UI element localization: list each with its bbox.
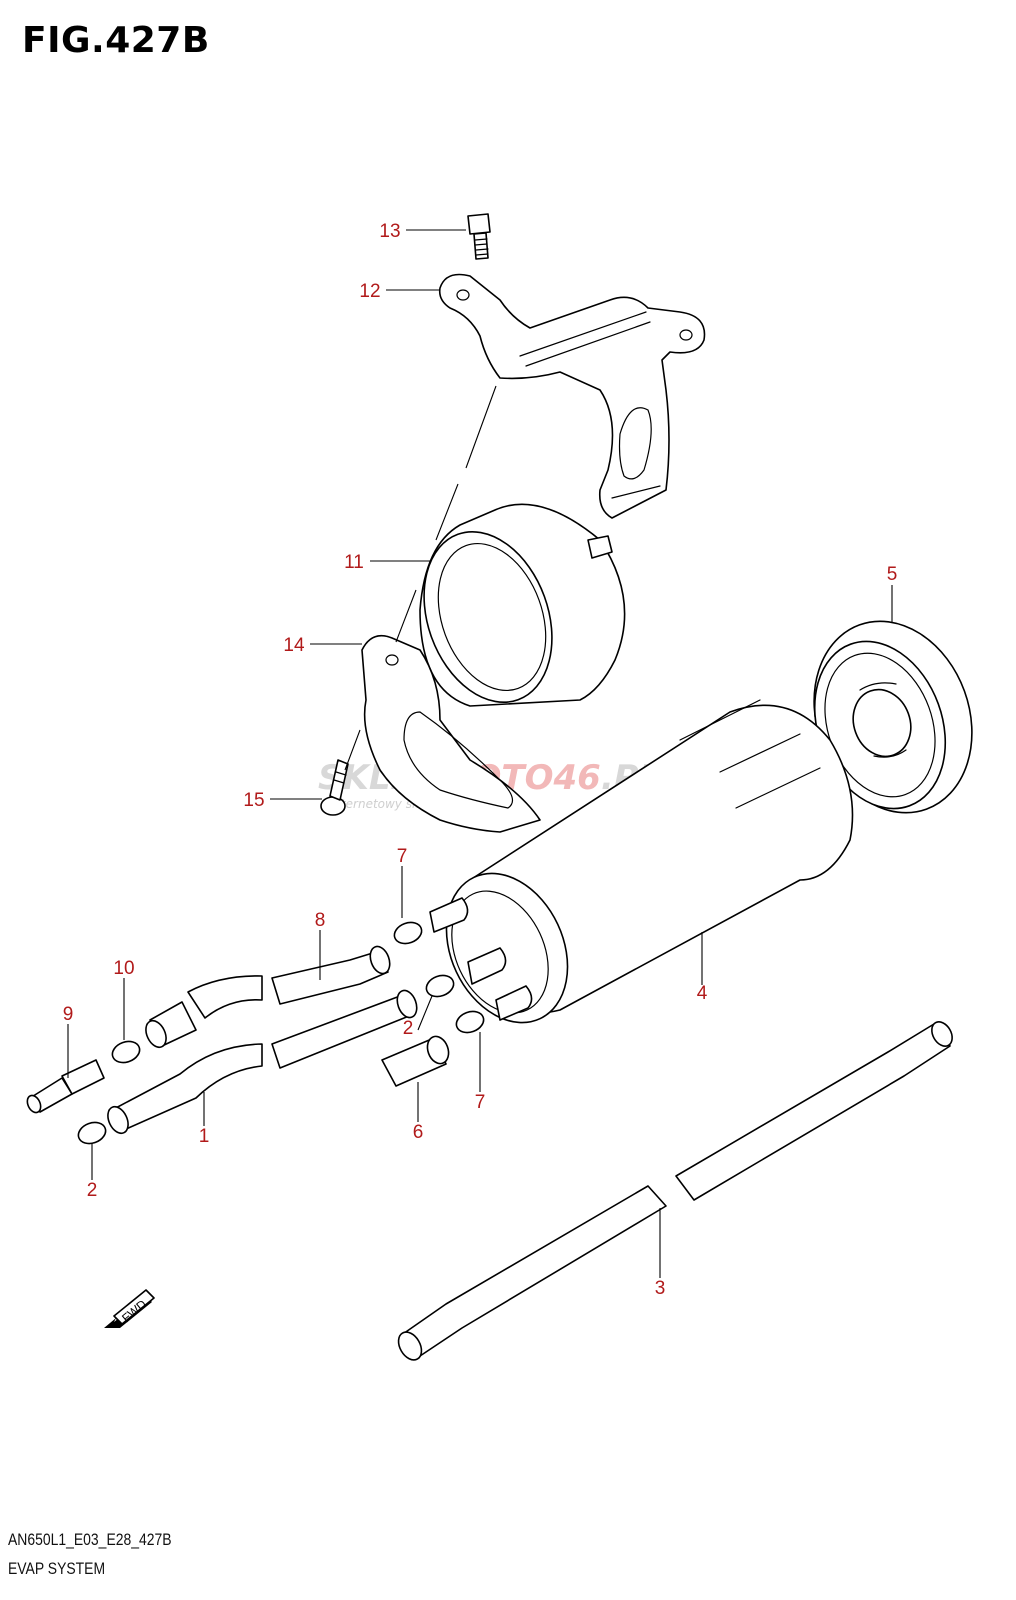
part-bracket-12 bbox=[438, 273, 706, 519]
figure-title: FIG.427B bbox=[22, 20, 210, 61]
part-fitting-9 bbox=[26, 1059, 105, 1114]
callout-4: 4 bbox=[697, 983, 708, 1004]
callout-11: 11 bbox=[344, 552, 364, 573]
part-bracket-14 bbox=[361, 634, 541, 833]
callout-7-bottom: 7 bbox=[475, 1092, 486, 1113]
part-clamps bbox=[77, 921, 485, 1145]
callout-10: 10 bbox=[113, 958, 134, 979]
diagram-name: EVAP SYSTEM bbox=[8, 1559, 106, 1578]
callout-2-middle: 2 bbox=[403, 1018, 414, 1039]
part-screw-15 bbox=[320, 759, 349, 816]
part-hose-8 bbox=[145, 945, 391, 1049]
callout-1: 1 bbox=[199, 1126, 210, 1147]
callout-9: 9 bbox=[63, 1004, 74, 1025]
fwd-arrow-icon: FWD bbox=[104, 1289, 155, 1328]
callout-5: 5 bbox=[887, 564, 898, 585]
callout-8: 8 bbox=[315, 910, 326, 931]
callout-7-top: 7 bbox=[397, 846, 408, 867]
part-long-hose-3 bbox=[397, 1021, 953, 1361]
leader-lines bbox=[67, 229, 893, 1278]
assembly-guides bbox=[344, 385, 497, 771]
diagram-code: AN650L1_E03_E28_427B bbox=[8, 1530, 172, 1549]
part-bolt-13 bbox=[467, 213, 491, 260]
callout-6: 6 bbox=[413, 1122, 424, 1143]
part-plug-6 bbox=[381, 1035, 450, 1087]
callout-14: 14 bbox=[283, 635, 305, 656]
callout-labels: 13 12 11 14 15 5 4 7 8 10 9 2 1 6 7 2 3 bbox=[63, 221, 898, 1299]
callout-2-bottom: 2 bbox=[87, 1180, 98, 1201]
part-band-11 bbox=[419, 503, 626, 707]
watermark-part3: 46 bbox=[553, 758, 601, 798]
part-hose-1 bbox=[107, 989, 418, 1135]
callout-13: 13 bbox=[379, 221, 400, 242]
part-canister-4 bbox=[429, 699, 854, 1024]
part-cap-5 bbox=[813, 620, 973, 814]
callout-15: 15 bbox=[243, 790, 264, 811]
callout-12: 12 bbox=[359, 281, 380, 302]
callout-3: 3 bbox=[655, 1278, 666, 1299]
